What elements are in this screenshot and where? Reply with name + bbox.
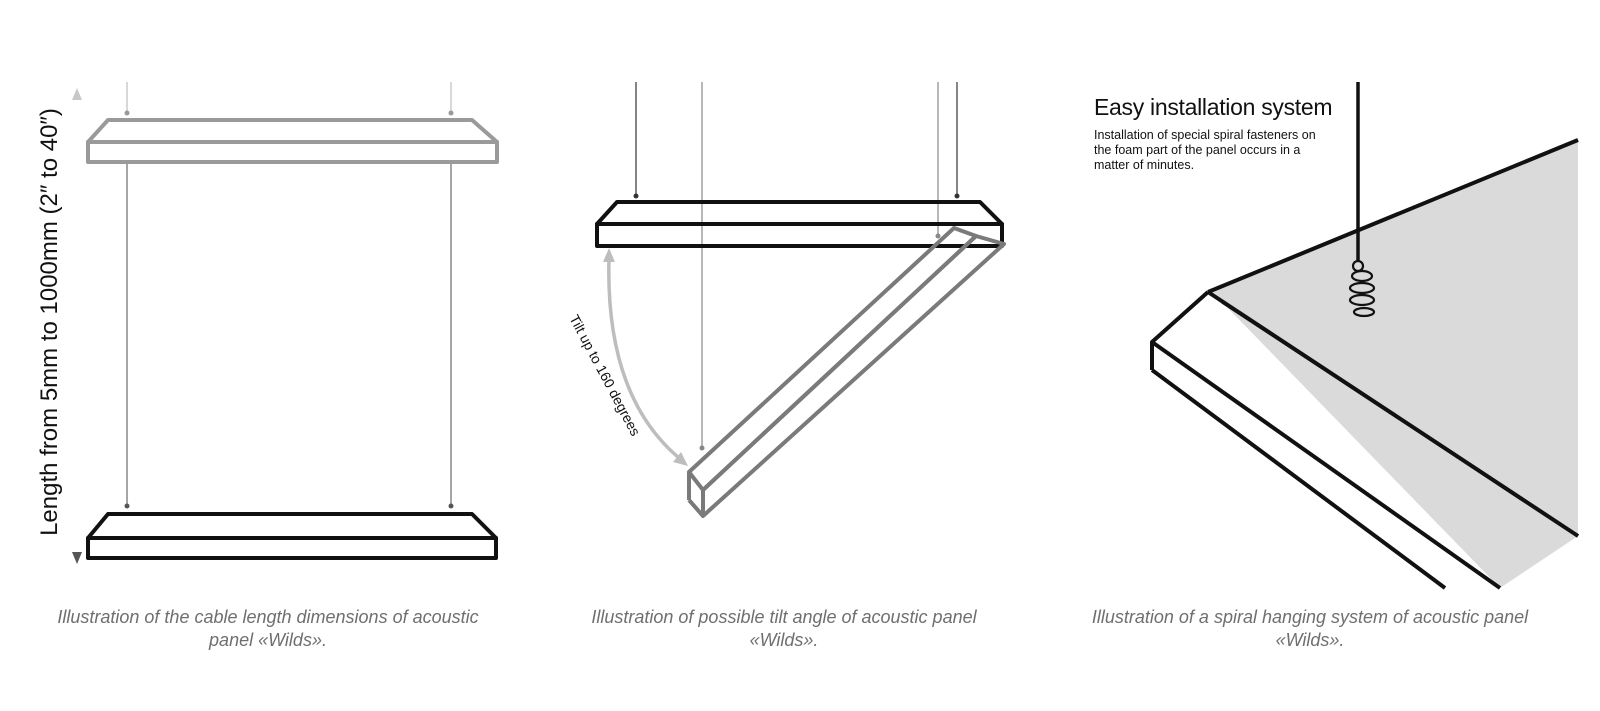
lower-panel-black xyxy=(86,512,498,560)
caption-spiral-system: Illustration of a spiral hanging system … xyxy=(1091,607,1529,650)
installation-description: Installation of special spiral fasteners… xyxy=(1094,128,1316,172)
panel-inner-edge xyxy=(1221,300,1579,538)
tilt-cables-grey xyxy=(701,82,939,448)
caption-cable-length: Illustration of the cable length dimensi… xyxy=(57,607,479,650)
tilt-arc-arrow xyxy=(603,248,688,466)
installation-title: Easy installation system xyxy=(1094,94,1333,120)
panel-top-face xyxy=(1208,140,1578,588)
lower-hooks xyxy=(124,503,454,509)
upper-cables xyxy=(126,82,452,114)
tilt-cables xyxy=(635,82,958,196)
upper-panel-grey xyxy=(86,118,499,164)
caption-tilt-angle: Illustration of possible tilt angle of a… xyxy=(591,607,977,650)
tilted-panel xyxy=(687,226,1006,518)
hanging-cables xyxy=(126,164,452,506)
spiral-fastener-icon xyxy=(1348,259,1376,318)
dimension-label: Length from 5mm to 1000mm (2″ to 40″) xyxy=(36,108,63,536)
horizontal-panel xyxy=(595,200,1004,248)
upper-hooks xyxy=(124,110,454,116)
dimension-arrow xyxy=(72,88,82,564)
tilt-hooks xyxy=(633,193,960,451)
